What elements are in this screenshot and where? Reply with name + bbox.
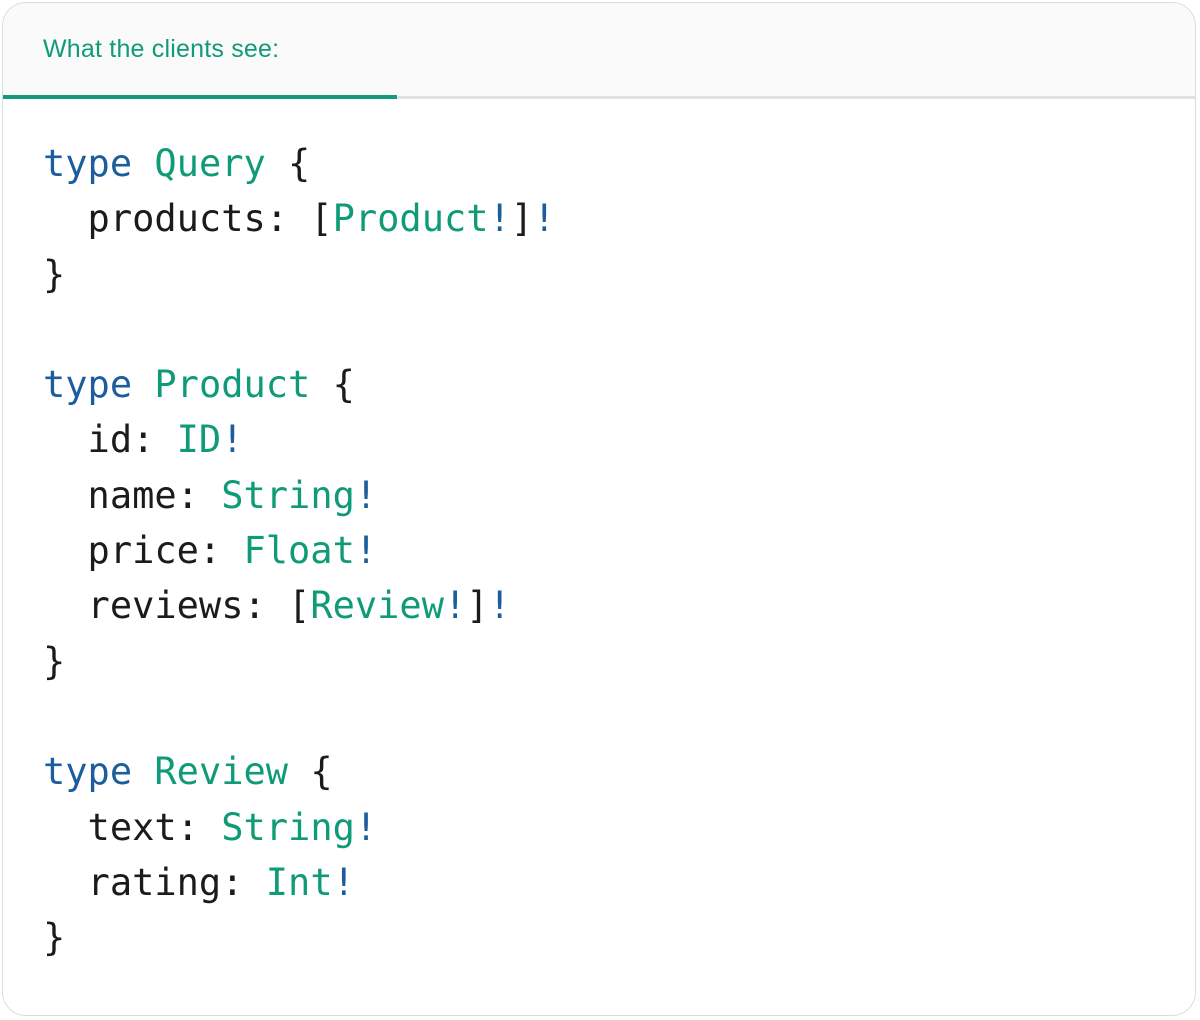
code-line: type Query { xyxy=(43,136,1165,191)
tab-label: What the clients see: xyxy=(43,35,280,63)
code-token-type: Product xyxy=(154,363,311,407)
code-line: name: String! xyxy=(43,468,1165,523)
code-token-plain: ] xyxy=(510,197,534,241)
code-line xyxy=(43,689,1165,744)
code-token-keyword: type xyxy=(43,750,133,794)
code-token-plain xyxy=(132,142,154,185)
code-line: } xyxy=(43,247,1165,302)
code-token-plain: { xyxy=(288,750,333,794)
code-token-plain xyxy=(132,750,154,793)
code-token-plain: id: xyxy=(43,418,177,462)
panel-header: What the clients see: xyxy=(3,3,1195,99)
code-token-type: String xyxy=(221,805,355,849)
code-token-type: Review xyxy=(154,750,289,794)
code-line: } xyxy=(43,910,1165,965)
code-line: } xyxy=(43,634,1165,689)
code-line: type Product { xyxy=(43,357,1165,412)
code-token-bang: ! xyxy=(488,584,511,628)
code-token-type: Int xyxy=(265,860,333,904)
code-token-bang: ! xyxy=(332,860,355,904)
code-token-type: String xyxy=(221,473,355,517)
code-line: reviews: [Review!]! xyxy=(43,578,1165,633)
code-token-plain: } xyxy=(43,916,66,960)
code-token-type: ID xyxy=(176,418,222,462)
code-token-type: Review xyxy=(310,584,444,628)
code-token-plain xyxy=(132,363,154,406)
tab-active-underline xyxy=(3,95,397,99)
code-token-plain: reviews: [ xyxy=(43,584,311,628)
code-line: rating: Int! xyxy=(43,855,1165,910)
code-token-keyword: type xyxy=(43,363,133,407)
graphql-schema-code: type Query { products: [Product!]!} type… xyxy=(3,99,1195,965)
code-token-plain: name: xyxy=(43,473,222,517)
code-token-plain: } xyxy=(43,252,66,296)
code-token-plain: text: xyxy=(43,805,222,849)
code-token-bang: ! xyxy=(488,197,511,241)
code-token-bang: ! xyxy=(443,584,467,628)
code-token-bang: ! xyxy=(354,529,378,573)
code-token-bang: ! xyxy=(354,473,378,517)
code-token-plain: ] xyxy=(466,584,489,628)
code-token-bang: ! xyxy=(533,197,556,241)
code-token-bang: ! xyxy=(221,418,244,462)
code-line xyxy=(43,302,1165,357)
code-line: id: ID! xyxy=(43,412,1165,467)
code-token-type: Product xyxy=(332,197,489,241)
code-token-type: Float xyxy=(243,529,355,573)
code-line: price: Float! xyxy=(43,523,1165,578)
code-token-plain: rating: xyxy=(43,860,266,904)
code-line: type Review { xyxy=(43,744,1165,799)
code-token-keyword: type xyxy=(43,142,133,185)
code-token-bang: ! xyxy=(354,805,378,849)
code-token-plain: } xyxy=(43,639,66,683)
code-line: products: [Product!]! xyxy=(43,191,1165,246)
tab-what-clients-see[interactable]: What the clients see: xyxy=(3,3,279,96)
code-token-plain: price: xyxy=(43,529,244,573)
code-token-type: Query xyxy=(154,142,266,185)
code-token-plain: { xyxy=(265,142,311,185)
code-token-plain: { xyxy=(310,363,355,407)
code-line: text: String! xyxy=(43,800,1165,855)
code-token-plain: products: [ xyxy=(43,197,333,241)
